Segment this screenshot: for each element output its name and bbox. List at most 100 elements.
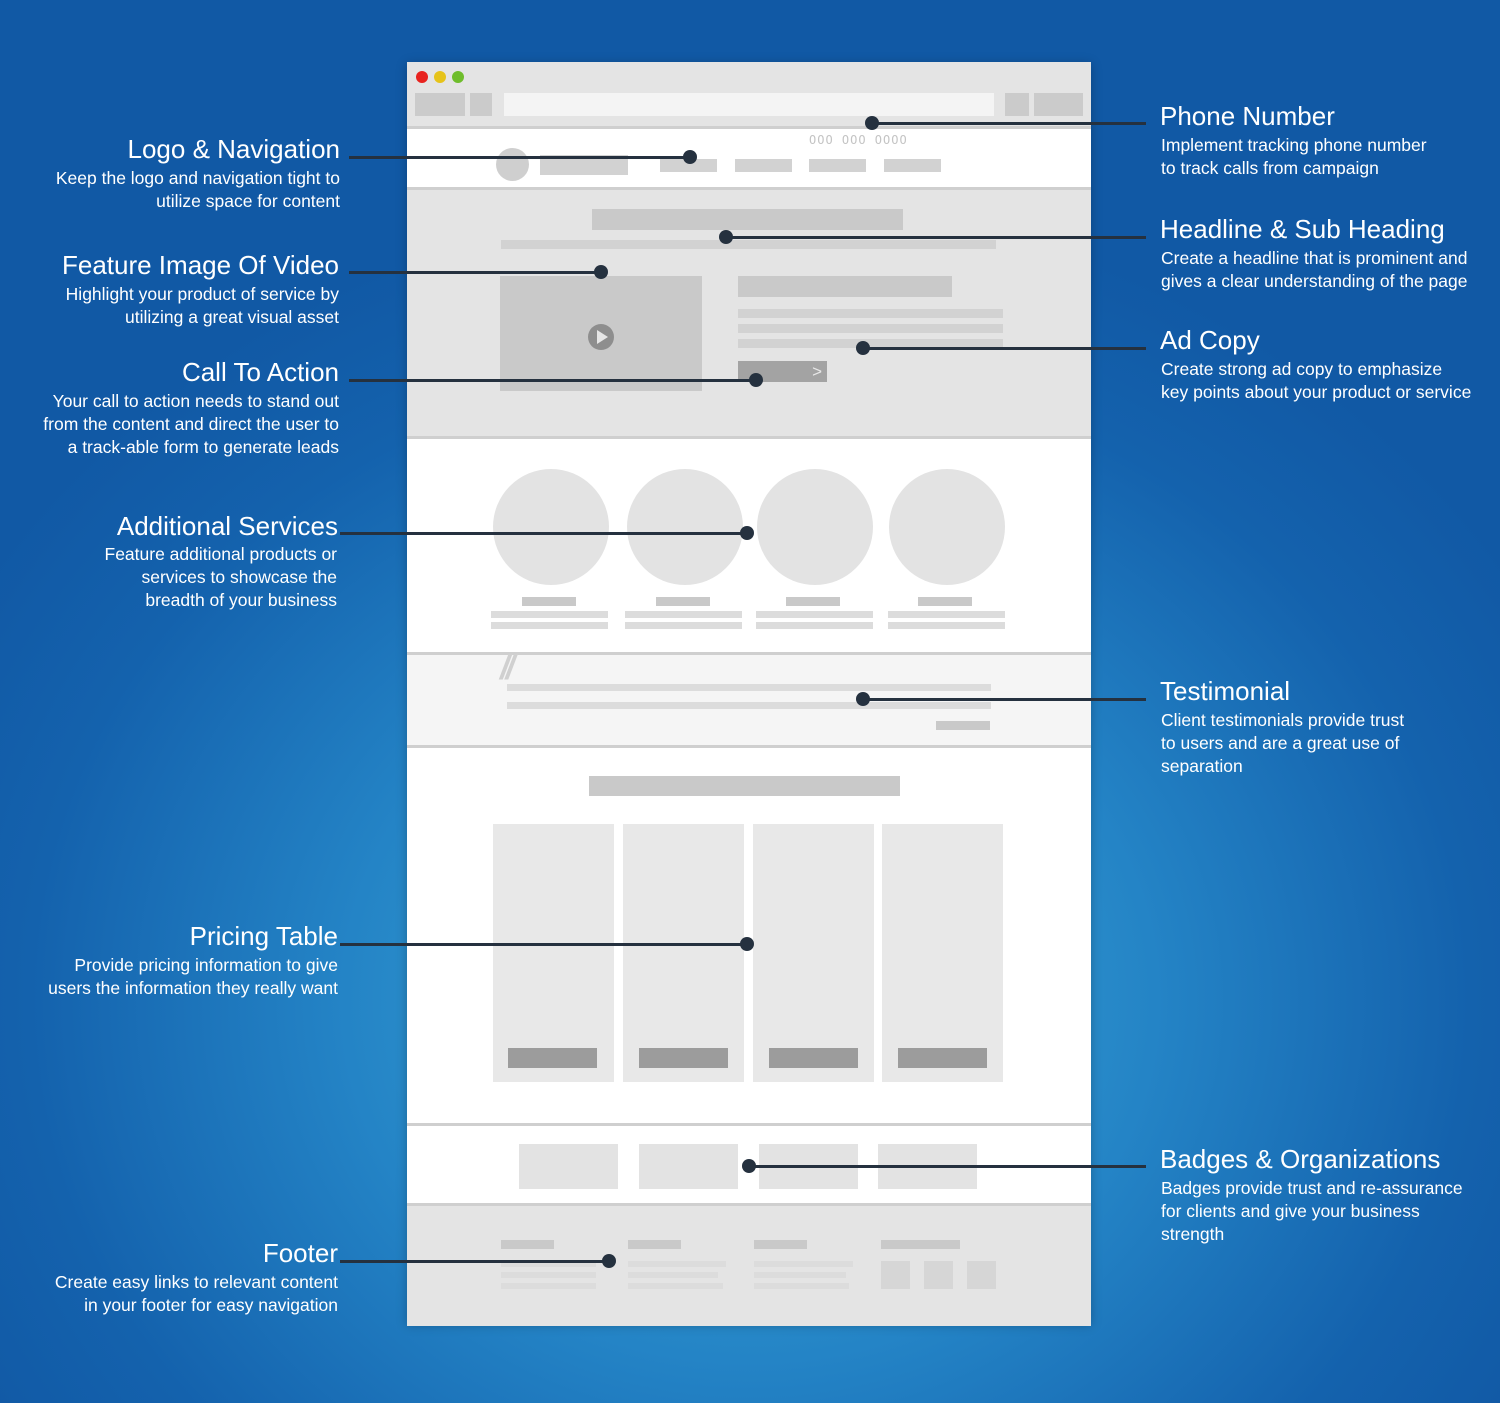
annotation-title: Phone Number [1160, 101, 1335, 131]
subheading-placeholder [501, 240, 996, 249]
social-icon-placeholder [881, 1261, 910, 1289]
footer-link-placeholder [628, 1272, 718, 1278]
pricing-button-placeholder [508, 1048, 597, 1068]
service-title-placeholder [522, 597, 576, 606]
service-text-placeholder [491, 622, 608, 629]
pricing-column-placeholder [753, 824, 874, 1082]
connector-line-badges [749, 1165, 1146, 1168]
annotation-title: Testimonial [1160, 676, 1291, 706]
annotation-description: Create strong ad copy to emphasize key p… [1161, 359, 1472, 402]
connector-line-feature-image [349, 271, 601, 274]
connector-dot-headline [719, 230, 733, 244]
pricing-column-placeholder [493, 824, 614, 1082]
service-circle-placeholder [627, 469, 743, 585]
connector-line-testimonial [863, 698, 1146, 701]
connector-dot-footer [602, 1254, 616, 1268]
annotation-title: Additional Services [116, 511, 338, 541]
footer-heading-placeholder [754, 1240, 807, 1249]
pricing-column-placeholder [882, 824, 1003, 1082]
footer-link-placeholder [501, 1261, 596, 1267]
footer-link-placeholder [501, 1283, 596, 1289]
annotation-description: Client testimonials provide trust to use… [1161, 710, 1405, 776]
logo-text-placeholder [540, 155, 628, 175]
service-text-placeholder [888, 622, 1005, 629]
footer-link-placeholder [754, 1272, 846, 1278]
connector-line-pricing [340, 943, 747, 946]
testimonial-line-placeholder [507, 684, 991, 691]
connector-dot-pricing [740, 937, 754, 951]
service-circle-placeholder [757, 469, 873, 585]
annotation-description: Create easy links to relevant content in… [54, 1272, 338, 1315]
nav-item-placeholder [884, 159, 941, 172]
connector-line-headline [726, 236, 1146, 239]
ad-copy-title-placeholder [738, 276, 952, 297]
connector-dot-cta [749, 373, 763, 387]
nav-item-placeholder [660, 159, 717, 172]
ad-copy-line-placeholder [738, 339, 1003, 348]
pricing-button-placeholder [769, 1048, 858, 1068]
service-text-placeholder [491, 611, 608, 618]
headline-placeholder [592, 209, 903, 230]
connector-line-footer [340, 1260, 609, 1263]
service-text-placeholder [625, 611, 742, 618]
forward-button-placeholder [470, 93, 492, 116]
footer-link-placeholder [754, 1261, 853, 1267]
social-icon-placeholder [967, 1261, 996, 1289]
annotation-description: Implement tracking phone number to track… [1161, 135, 1427, 178]
phone-number-placeholder: OOO OOO OOOO [809, 133, 908, 147]
annotation-description: Keep the logo and navigation tight to ut… [55, 168, 340, 211]
annotation-description: Create a headline that is prominent and … [1161, 248, 1468, 291]
connector-line-cta [349, 379, 756, 382]
pricing-button-placeholder [639, 1048, 728, 1068]
annotation-description: Highlight your product of service by uti… [65, 284, 339, 327]
footer-heading-placeholder [628, 1240, 681, 1249]
footer-link-placeholder [628, 1283, 723, 1289]
badge-placeholder [519, 1144, 618, 1189]
pricing-column-placeholder [623, 824, 744, 1082]
pricing-button-placeholder [898, 1048, 987, 1068]
footer-heading-placeholder [881, 1240, 960, 1249]
quote-icon: // [500, 649, 515, 687]
footer-link-placeholder [628, 1261, 726, 1267]
nav-item-placeholder [735, 159, 792, 172]
connector-dot-phone [865, 116, 879, 130]
annotation-description: Your call to action needs to stand out f… [43, 391, 339, 457]
ad-copy-line-placeholder [738, 324, 1003, 333]
annotation-title: Call To Action [181, 357, 339, 387]
annotation-title: Pricing Table [189, 921, 338, 951]
connector-dot-testimonial [856, 692, 870, 706]
service-text-placeholder [625, 622, 742, 629]
annotation-title: Logo & Navigation [127, 134, 340, 164]
connector-line-logo [349, 156, 690, 159]
pricing-heading-placeholder [589, 776, 900, 796]
annotation-title: Feature Image Of Video [61, 250, 339, 280]
annotation-description: Provide pricing information to give user… [48, 955, 338, 998]
connector-line-phone [872, 122, 1146, 125]
service-circle-placeholder [493, 469, 609, 585]
toolbar-button-placeholder [1005, 93, 1029, 116]
service-text-placeholder [756, 622, 873, 629]
connector-dot-ad-copy [856, 341, 870, 355]
ad-copy-line-placeholder [738, 309, 1003, 318]
connector-dot-feature-image [594, 265, 608, 279]
close-dot-icon [416, 71, 428, 83]
service-title-placeholder [786, 597, 840, 606]
annotation-title: Badges & Organizations [1160, 1144, 1441, 1174]
play-icon [588, 324, 614, 350]
service-circle-placeholder [889, 469, 1005, 585]
connector-line-services [340, 532, 747, 535]
toolbar-button-placeholder [1034, 93, 1083, 116]
footer-heading-placeholder [501, 1240, 554, 1249]
chevron-right-icon: > [812, 362, 822, 381]
annotation-title: Ad Copy [1160, 325, 1260, 355]
nav-item-placeholder [809, 159, 866, 172]
wireframe-header: OOO OOO OOOO [407, 126, 1091, 190]
testimonial-author-placeholder [936, 721, 990, 730]
footer-link-placeholder [754, 1283, 849, 1289]
address-bar-placeholder [504, 93, 994, 116]
back-button-placeholder [415, 93, 465, 116]
connector-dot-logo [683, 150, 697, 164]
wireframe-hero: > [407, 187, 1091, 439]
connector-dot-badges [742, 1159, 756, 1173]
service-title-placeholder [918, 597, 972, 606]
